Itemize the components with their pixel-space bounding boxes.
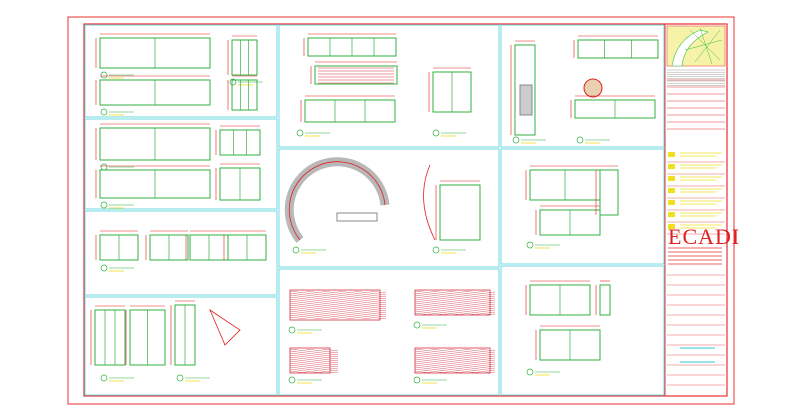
stamp-mark [668, 152, 675, 157]
drawing-panel [500, 265, 665, 396]
stamp-mark [668, 164, 675, 169]
stamp-mark [668, 212, 675, 217]
stamp-mark [668, 200, 675, 205]
profile-section [423, 164, 436, 241]
cabinet-elevation [304, 99, 396, 123]
detail-section [209, 308, 241, 346]
stamp-mark [668, 176, 675, 181]
ecadi-logo: ECADI [668, 224, 740, 249]
section-tag [432, 129, 440, 137]
cabinet-elevation [577, 39, 659, 59]
title-block: ECADI [664, 23, 740, 397]
section-tag [512, 136, 520, 144]
section-tag [100, 108, 108, 116]
drawing-panel [500, 148, 665, 265]
cabinet-elevation [219, 129, 261, 156]
section-tag [229, 78, 237, 86]
cabinet-elevation [314, 65, 398, 85]
section-tag [432, 246, 440, 254]
cabinet-elevation [231, 39, 258, 76]
section-tag [526, 368, 534, 376]
cabinet-elevation [514, 44, 536, 136]
drawing-panel [84, 24, 278, 118]
cabinet-elevation [231, 79, 258, 111]
section-tag [288, 326, 296, 334]
section-tag [526, 241, 534, 249]
counter-top [336, 212, 378, 222]
wood-grain-panel [289, 347, 331, 374]
cabinet-elevation [439, 184, 481, 241]
section-tag [100, 71, 108, 79]
stamp-mark [668, 188, 675, 193]
section-tag [576, 136, 584, 144]
drawing-panel [278, 268, 500, 396]
drawing-panel [84, 210, 278, 296]
section-tag [176, 374, 184, 382]
drawing-panels [84, 24, 665, 396]
cabinet-elevation [599, 284, 611, 316]
drawing-panel [84, 118, 278, 210]
sink-section [519, 84, 533, 116]
basin-plan [583, 78, 603, 98]
cabinet-elevation [94, 309, 126, 366]
drawing-panel [278, 148, 500, 268]
section-tag [100, 264, 108, 272]
section-tag [413, 376, 421, 384]
section-tag [413, 321, 421, 329]
drawing-content [90, 33, 659, 384]
section-tag [296, 129, 304, 137]
drawing-panel [278, 24, 500, 148]
wood-grain-panel [289, 289, 381, 321]
section-tag [100, 201, 108, 209]
section-tag [100, 374, 108, 382]
section-tag [292, 246, 300, 254]
stamp-mark [668, 224, 675, 229]
section-tag [288, 376, 296, 384]
cabinet-elevation [599, 169, 619, 216]
drawing-panel [500, 24, 665, 148]
drawing-panel [84, 296, 278, 396]
outer-frame [67, 16, 735, 405]
